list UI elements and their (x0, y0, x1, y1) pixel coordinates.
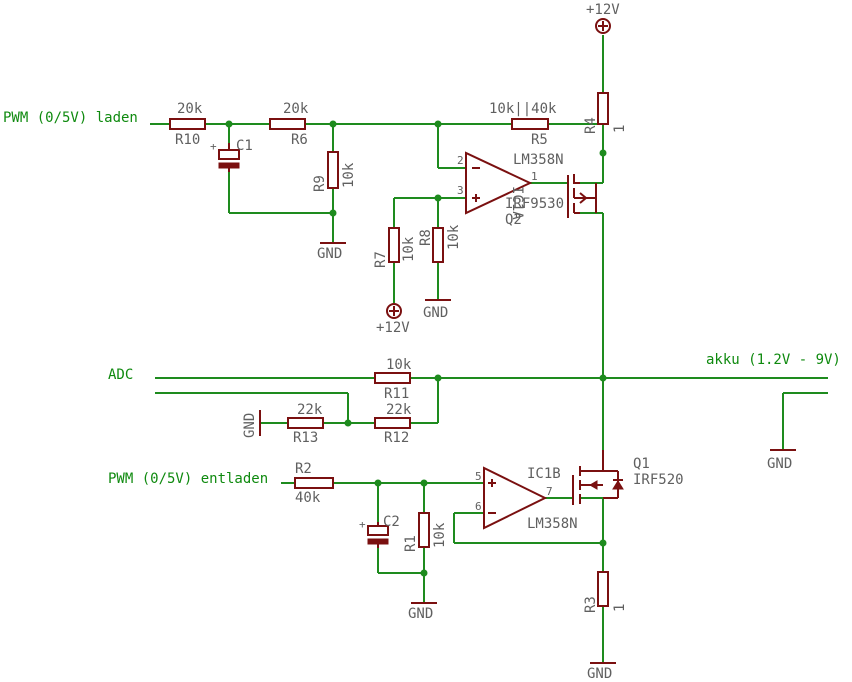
junctions (225, 120, 607, 577)
pin-ic1a-plus: 3 (457, 184, 464, 197)
resistor-r10 (169, 118, 206, 130)
junction-dot (329, 209, 337, 217)
junction-dot (599, 149, 607, 157)
supply-label-gnd-r8: GND (423, 305, 448, 321)
part-name-r5: R5 (531, 132, 548, 148)
pin-ic1a-minus: 2 (457, 154, 464, 167)
resistor-r5 (511, 118, 549, 130)
part-name-c1: C1 (236, 138, 253, 154)
pin-ic1a-out: 1 (531, 170, 538, 183)
resistor-r12 (374, 417, 411, 429)
junction-dot (329, 120, 337, 128)
part-name-r2: R2 (295, 461, 312, 477)
junction-dot (420, 479, 428, 487)
part-name-r13: R13 (293, 430, 318, 446)
supply-label-vcc-mid: +12V (376, 320, 410, 336)
part-name-c2: C2 (383, 514, 400, 530)
pin-ic1b-minus: 6 (475, 500, 482, 513)
supply-label-gnd-akku: GND (767, 456, 792, 472)
supply-label-gnd-r13: GND (242, 413, 258, 438)
opamp-ic1a (465, 151, 533, 215)
supply-vcc-mid (386, 303, 402, 319)
junction-dot (434, 374, 442, 382)
part-value-r10: 20k (177, 101, 203, 117)
supply-vcc-top (595, 18, 611, 34)
part-name-ic1b: IC1B (527, 466, 561, 482)
part-value-r1: 10k (432, 522, 448, 548)
svg-text:+: + (359, 518, 366, 531)
part-name-r12: R12 (384, 430, 409, 446)
capacitor-c1: + (210, 140, 240, 172)
supply-label-gnd-r1: GND (408, 606, 433, 622)
part-value-r8: 10k (446, 224, 462, 250)
net-label-pwm-entladen: PWM (0/5V) entladen (108, 471, 268, 487)
part-name-r6: R6 (291, 132, 308, 148)
capacitor-c2: + (359, 518, 389, 548)
junction-dot (599, 539, 607, 547)
junction-dot (225, 120, 233, 128)
resistor-r9 (327, 151, 339, 189)
part-name-ic1a: IC1A (509, 186, 525, 220)
resistor-r3 (597, 571, 609, 607)
part-value-q2: IRF9530 (505, 196, 564, 212)
junction-dot (434, 194, 442, 202)
part-value-r5: 10k||40k (489, 101, 557, 117)
part-value-r7: 10k (401, 236, 417, 262)
resistor-r7 (388, 227, 400, 263)
part-name-r7: R7 (373, 251, 389, 268)
part-name-r11: R11 (384, 386, 409, 402)
junction-dot (420, 569, 428, 577)
part-value-r4: 1 (612, 125, 628, 133)
net-label-pwm-laden: PWM (0/5V) laden (3, 110, 138, 126)
net-label-akku: akku (1.2V - 9V) (706, 352, 841, 368)
part-name-r8: R8 (418, 229, 434, 246)
resistor-r8 (432, 227, 444, 263)
supply-label-vcc-top: +12V (586, 2, 620, 18)
part-value-q1: IRF520 (633, 472, 684, 488)
svg-text:+: + (210, 140, 217, 153)
part-name-r3: R3 (583, 596, 599, 613)
pin-ic1b-out: 7 (546, 485, 553, 498)
part-value-r13: 22k (297, 402, 323, 418)
junction-dot (374, 479, 382, 487)
resistor-r4 (597, 92, 609, 125)
junction-dot (599, 374, 607, 382)
pin-ic1b-plus: 5 (475, 470, 482, 483)
net-label-adc: ADC (108, 367, 133, 383)
part-value-r9: 10k (341, 162, 357, 188)
part-value-r3: 1 (612, 604, 628, 612)
junction-dot (434, 120, 442, 128)
part-name-r4: R4 (583, 117, 599, 134)
resistors (169, 92, 609, 607)
resistor-r6 (269, 118, 306, 130)
part-value-r11: 10k (386, 357, 412, 373)
part-value-ic1a: LM358N (513, 152, 564, 168)
resistor-r11 (374, 372, 411, 384)
junction-dot (344, 419, 352, 427)
part-name-q1: Q1 (633, 456, 650, 472)
wires (150, 35, 828, 663)
part-value-r12: 22k (386, 402, 412, 418)
supply-label-gnd-r3: GND (587, 666, 612, 682)
part-name-r9: R9 (312, 175, 328, 192)
mosfet-q2 (567, 174, 597, 218)
resistor-r2 (294, 477, 334, 489)
mosfet-q1 (572, 450, 624, 505)
part-name-r1: R1 (403, 535, 419, 552)
part-name-q2: Q2 (505, 212, 522, 228)
part-value-r6: 20k (283, 101, 309, 117)
opamp-ic1b (483, 466, 548, 530)
supply-label-gnd-c1: GND (317, 246, 342, 262)
part-value-r2: 40k (295, 490, 321, 506)
resistor-r1 (418, 512, 430, 548)
resistor-r13 (287, 417, 324, 429)
ground-symbols (259, 242, 796, 664)
part-value-ic1b: LM358N (527, 516, 578, 532)
part-name-r10: R10 (175, 132, 200, 148)
